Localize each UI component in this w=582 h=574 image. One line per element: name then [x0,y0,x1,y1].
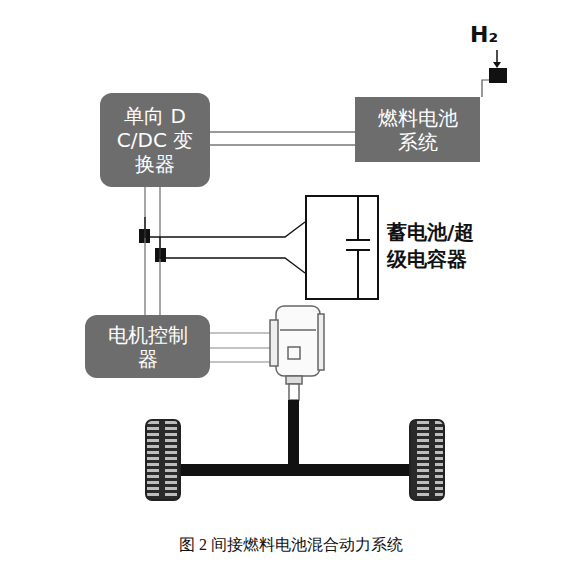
node-label: 单向 DC/DC 变换器 [116,104,194,176]
gas-label: H₂ [470,22,498,47]
wire-connector [210,144,355,145]
controller-box: 电机控制器 [85,315,210,378]
h2-line [482,80,489,97]
h2-tank [489,68,507,83]
wire-connector [145,217,305,237]
converter-box: 单向 DC/DC 变换器 [100,93,210,187]
wheel [410,420,444,500]
node-label: 电机控制器 [106,323,190,371]
wire-connector [144,187,145,315]
capacitor-symbol [346,196,370,299]
figure-caption: 图 2 间接燃料电池混合动力系统 [0,535,582,556]
wire-connector [210,131,355,132]
motor-illustration [270,306,324,400]
drive-shaft [288,400,299,468]
h2-arrow [496,50,498,64]
storage-box: 蓄电池/超级电容器 [305,195,379,300]
motor-wires [210,333,270,362]
node-label: 燃料电池系统 [376,106,460,154]
axle [175,464,415,476]
wire-connector [160,237,305,273]
wheel [146,420,180,500]
node-label: 蓄电池/超级电容器 [387,219,491,273]
fuel-cell-box: 燃料电池系统 [355,97,480,162]
h2-arrowhead [493,62,501,68]
